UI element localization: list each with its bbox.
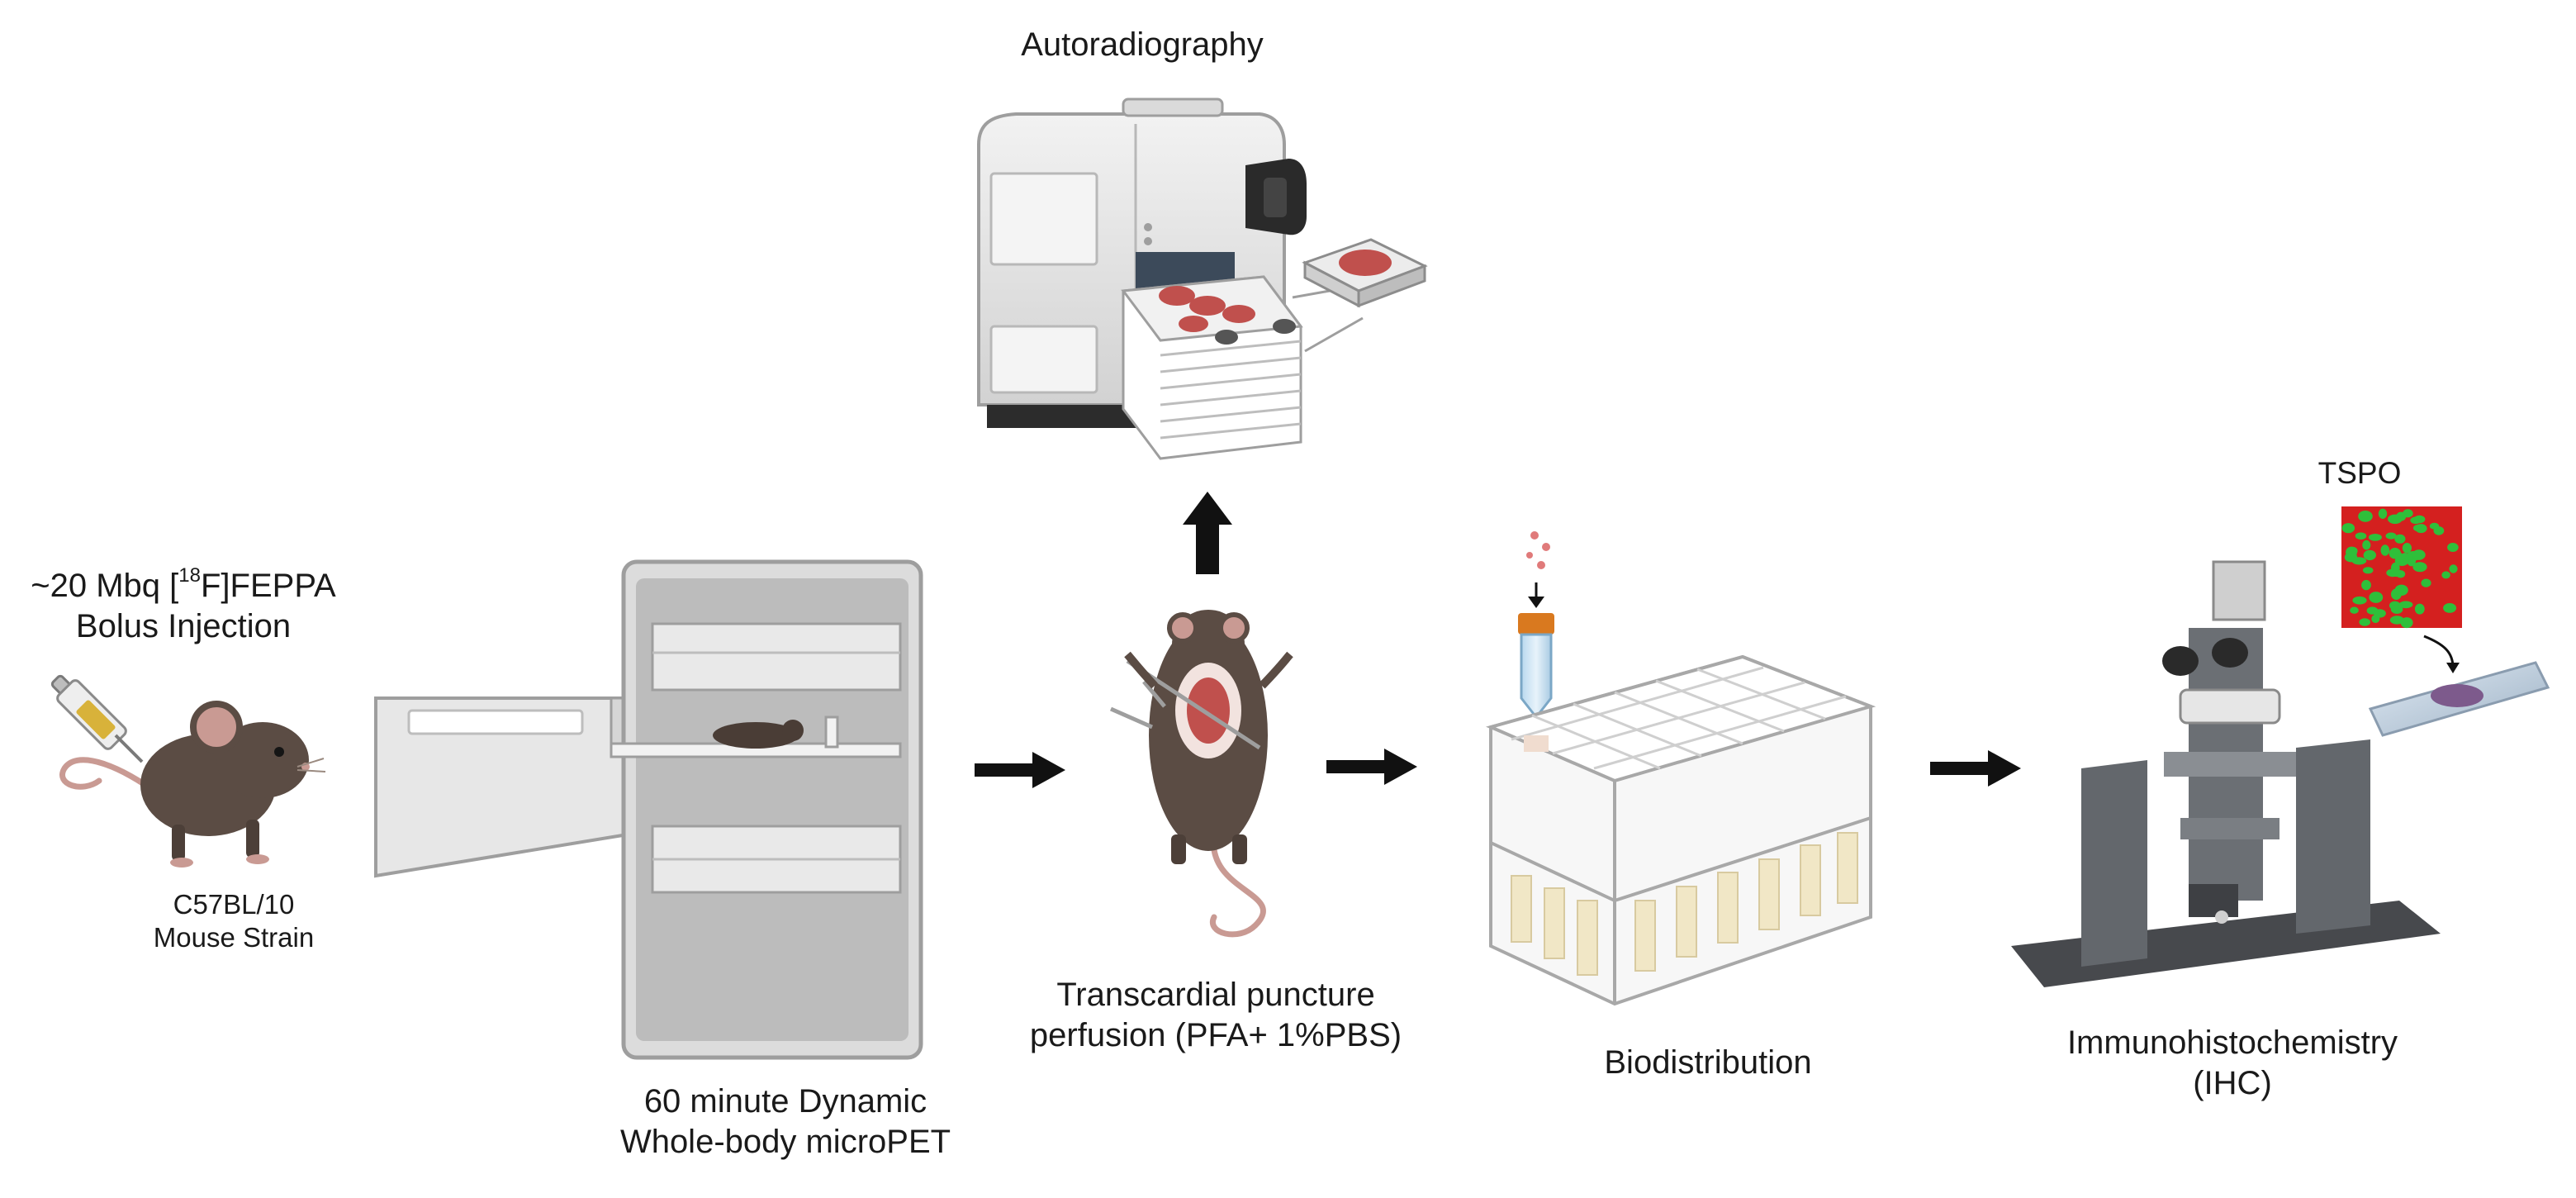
tspo-nucleus <box>2400 617 2413 629</box>
tspo-nucleus <box>2361 579 2371 591</box>
ihc-label: Immunohistochemistry (IHC) <box>2066 1024 2398 1101</box>
arrow-up-icon <box>1183 492 1232 574</box>
tspo-nucleus <box>2380 544 2390 556</box>
syringe-icon <box>50 674 144 763</box>
biodistribution-label: Biodistribution <box>1604 1044 1812 1081</box>
arrow-right-icon <box>1930 750 2021 787</box>
tspo-nucleus <box>2389 569 2404 578</box>
autoradiography-imager-icon <box>977 97 1364 460</box>
tspo-nucleus <box>2359 618 2370 626</box>
tspo-nucleus <box>2388 514 2403 524</box>
tspo-nucleus <box>2360 511 2370 519</box>
tspo-nucleus <box>2385 532 2397 540</box>
tspo-nucleus <box>2412 562 2427 573</box>
autoradiography-label: Autoradiography <box>1021 26 1264 63</box>
tspo-nucleus <box>2394 534 2406 544</box>
tspo-stain-image-icon <box>2341 506 2462 673</box>
tspo-nucleus <box>2390 605 2403 614</box>
tspo-nucleus <box>2355 532 2367 540</box>
tspo-nucleus <box>2369 592 2384 603</box>
tspo-nucleus <box>2362 540 2371 550</box>
arrow-right-icon <box>1326 749 1417 785</box>
tspo-nucleus <box>2433 526 2445 535</box>
perfusion-label: Transcardial puncture perfusion (PFA+ 1%… <box>1029 977 1402 1053</box>
tspo-nucleus <box>2398 601 2413 609</box>
tspo-nucleus <box>2378 508 2388 519</box>
tspo-nucleus <box>2410 516 2422 525</box>
injection-label: ~20 Mbq [18F]FEPPA Bolus Injection <box>31 564 336 644</box>
micropet-scanner-icon <box>374 559 923 1060</box>
tspo-nucleus <box>2362 567 2374 574</box>
tspo-nucleus <box>2341 523 2355 534</box>
arrow-right-icon <box>975 752 1065 788</box>
tspo-nucleus <box>2350 606 2359 614</box>
histology-slide-icon <box>2368 661 2550 737</box>
tspo-nucleus <box>2412 524 2427 532</box>
tspo-nucleus <box>2363 549 2376 561</box>
dissected-mouse-icon <box>1109 610 1293 938</box>
tspo-nucleus <box>2368 534 2382 541</box>
tspo-nucleus <box>2352 596 2367 605</box>
tspo-nucleus <box>2346 546 2357 559</box>
tspo-nucleus <box>2414 603 2425 615</box>
tspo-nucleus <box>2447 543 2459 552</box>
tspo-label: TSPO <box>2317 456 2402 490</box>
tspo-nucleus <box>2394 584 2408 596</box>
tspo-nucleus <box>2441 571 2450 579</box>
sample-rack-icon <box>1486 654 1876 1006</box>
tspo-nucleus <box>2421 578 2431 587</box>
tissue-slide-icon <box>1302 238 1428 308</box>
tspo-nucleus <box>2402 543 2412 554</box>
mouse-icon <box>59 701 326 868</box>
tspo-nucleus <box>2449 564 2458 573</box>
falcon-tube-icon <box>1518 531 1554 735</box>
tspo-nucleus <box>2394 555 2409 566</box>
strain-label: C57BL/10 Mouse Strain <box>153 889 315 953</box>
tspo-nucleus <box>2389 616 2404 625</box>
tspo-nucleus <box>2389 548 2401 559</box>
tspo-nucleus <box>2412 549 2426 560</box>
tspo-nucleus <box>2443 603 2457 613</box>
tspo-nucleus <box>2374 609 2386 618</box>
microscope-icon <box>2011 560 2441 987</box>
cassette-stack <box>1121 275 1303 460</box>
micropet-label: 60 minute Dynamic Whole-body microPET <box>619 1083 951 1160</box>
